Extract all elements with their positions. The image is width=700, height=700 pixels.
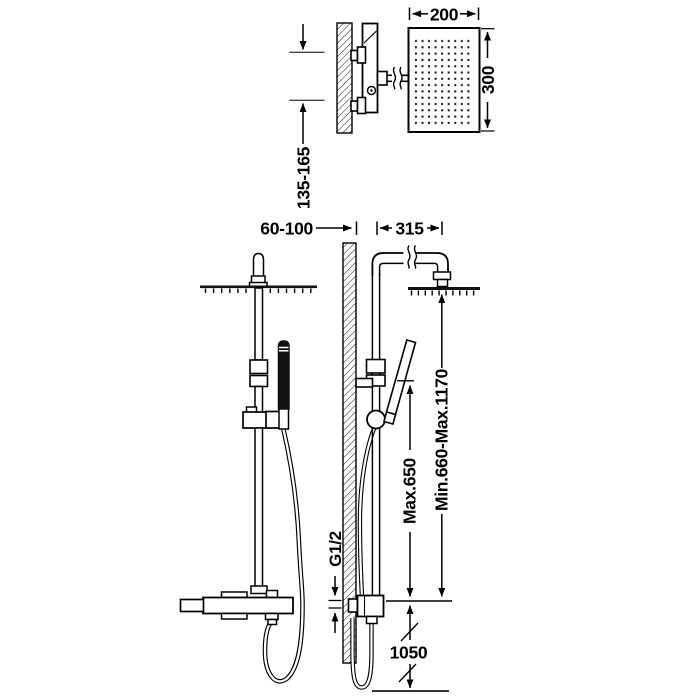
- wall-section-side: [342, 242, 357, 664]
- rain-head-edge-side: [408, 287, 480, 290]
- side-view: [342, 242, 480, 692]
- wall-section: [336, 22, 353, 134]
- dim-connection-thread-label: G1/2: [326, 531, 345, 567]
- front-view: [179, 252, 317, 684]
- dimension-connection-thread: [328, 576, 342, 633]
- hand-shower-front: [277, 340, 290, 410]
- dimension-wall-offset: [316, 221, 358, 235]
- mixer-handle-left: [179, 598, 205, 613]
- hand-shower-holder-side: [366, 409, 386, 430]
- nozzle-ticks-front: [204, 288, 312, 293]
- dimension-head-height: [481, 28, 495, 132]
- supply-union-top: [350, 46, 367, 64]
- rain-head-nozzle-grid: [414, 36, 474, 125]
- wall-bracket-side: [355, 377, 374, 388]
- dim-head-height-label: 300: [478, 65, 498, 94]
- head-connector-nut: [432, 271, 452, 281]
- hand-shower-hose-front: [262, 428, 305, 684]
- dimension-head-width: [408, 7, 480, 20]
- slider-bracket-front: [242, 411, 270, 429]
- dim-hand-shower-slide-label: Max.650: [399, 457, 419, 524]
- dimension-arm-projection: [376, 221, 443, 235]
- pipe-break-symbol: [392, 66, 403, 90]
- dim-wall-offset-label: 60-100: [260, 218, 313, 238]
- mixer-bottom-flange: [220, 612, 248, 620]
- hose-outlet-front: [264, 612, 279, 621]
- dimension-inlet-spacing: [289, 24, 325, 144]
- dim-head-width-label: 200: [430, 4, 459, 24]
- overhead-shower-detail: [336, 22, 481, 134]
- dimension-hand-shower-slide: [397, 380, 414, 597]
- arm-break-symbol: [407, 245, 418, 270]
- supply-union-bottom: [350, 96, 367, 115]
- hand-shower-side: [385, 339, 417, 416]
- mixer-body-side: [356, 594, 385, 618]
- arm-connector-nut: [376, 70, 388, 86]
- dim-mixer-height-label: 1050: [390, 642, 428, 662]
- dimension-mixer-height: [398, 605, 419, 689]
- hose-outlet-side: [365, 615, 378, 625]
- mixer-body-front: [202, 596, 294, 615]
- dim-column-height-label: Min.660-Max.1170: [431, 368, 451, 511]
- dim-arm-projection-label: 315: [395, 218, 424, 238]
- rain-head-edge-front: [200, 285, 317, 289]
- dim-inlet-spacing-label: 135-165: [293, 146, 313, 209]
